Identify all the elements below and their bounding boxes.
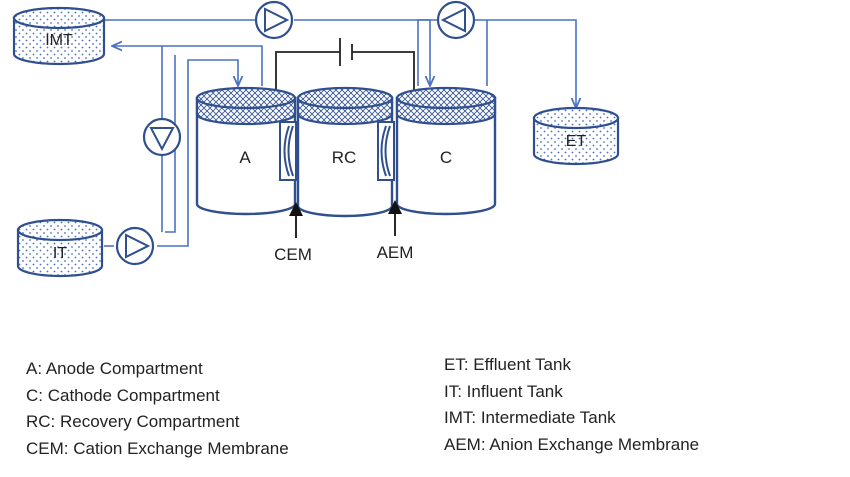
pipe-right-pump-to-et <box>474 19 576 108</box>
tank-it <box>16 218 104 278</box>
pump-top-right-icon <box>436 0 476 40</box>
legend-item: IT: Influent Tank <box>444 381 563 401</box>
compartment-recovery <box>296 86 394 218</box>
pipe-right-pump-to-cathode <box>417 19 438 86</box>
tank-label-imt: IMT <box>45 32 73 49</box>
membrane-label-aem: AEM <box>377 243 414 262</box>
legend-item: C: Cathode Compartment <box>26 385 220 405</box>
pipe-return-to-imt <box>112 46 263 86</box>
legend-item: IMT: Intermediate Tank <box>444 408 616 427</box>
legend-item: A: Anode Compartment <box>26 359 203 378</box>
legend-item: CEM: Cation Exchange Membrane <box>26 438 289 458</box>
pump-top-left-icon <box>254 0 294 40</box>
external-circuit <box>275 38 415 92</box>
legend-right: ET: Effluent Tank IT: Influent Tank IMT:… <box>444 352 699 458</box>
compartment-cathode <box>395 86 497 216</box>
tank-label-it: IT <box>53 245 67 262</box>
compartment-anode <box>195 86 297 216</box>
pump-left-icon <box>142 117 182 157</box>
pump-bottom-icon <box>115 226 155 266</box>
tank-label-et: ET <box>566 133 587 150</box>
legend-item: RC: Recovery Compartment <box>26 412 240 431</box>
legend-item: AEM: Anion Exchange Membrane <box>444 434 700 454</box>
pipe-network <box>92 19 576 247</box>
membrane-label-cem: CEM <box>274 245 312 264</box>
legend-left: A: Anode Compartment C: Cathode Compartm… <box>26 356 289 462</box>
legend-item: ET: Effluent Tank <box>444 355 571 374</box>
compartment-label-anode: A <box>239 148 251 167</box>
membrane-aem <box>377 121 395 181</box>
aem-pointer-arrow <box>388 200 402 236</box>
cem-pointer-arrow <box>289 202 303 238</box>
tank-et <box>532 106 620 166</box>
compartment-label-recovery: RC <box>332 148 357 167</box>
compartment-label-cathode: C <box>440 148 452 167</box>
tank-imt <box>12 6 106 66</box>
membrane-cem <box>279 121 297 181</box>
pipe-loop-inner <box>165 55 176 233</box>
pipe-top-pump-to-rc <box>294 19 430 86</box>
pipe-loop-outer <box>157 59 238 247</box>
